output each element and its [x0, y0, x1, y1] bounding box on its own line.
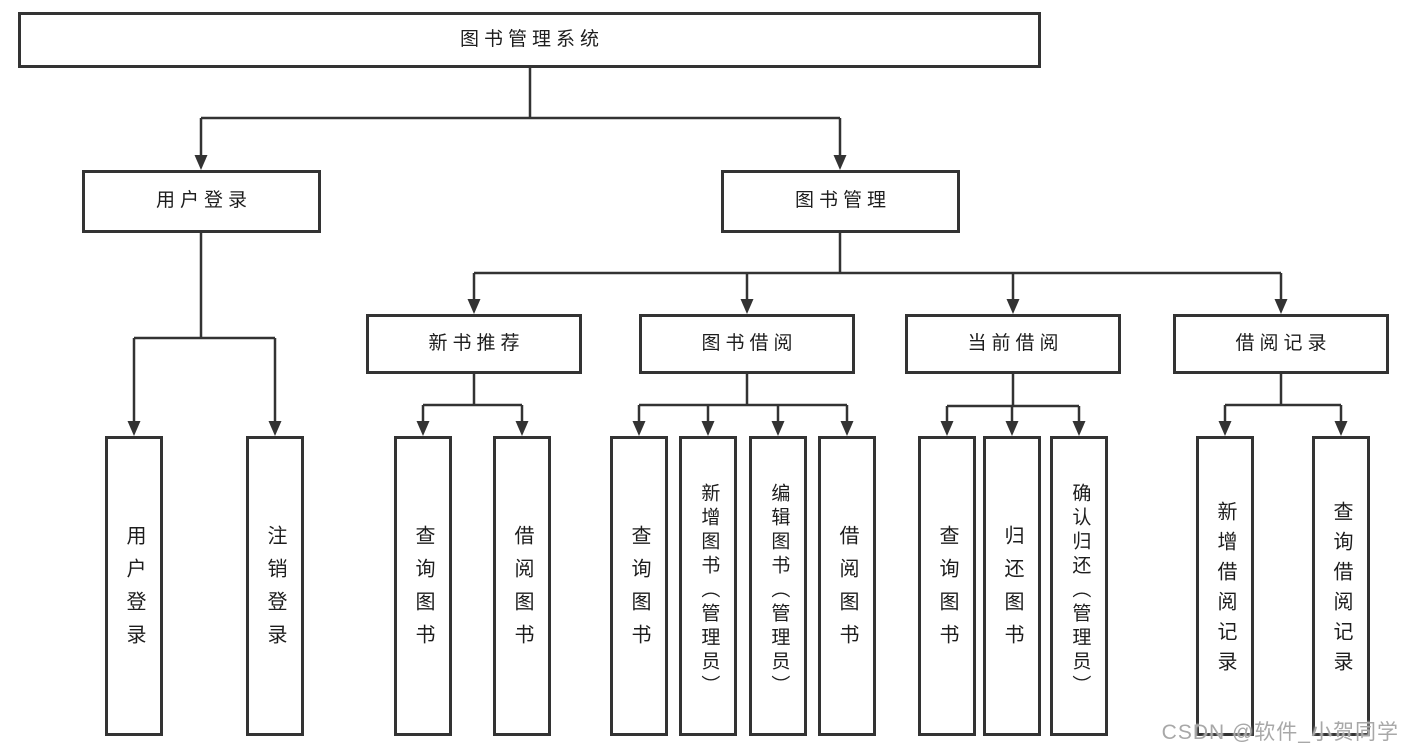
node-borrow-records: 借阅记录: [1173, 314, 1389, 374]
node-new-book-recommend: 新书推荐: [366, 314, 582, 374]
leaf-query-book-borrow: 查询图书: [610, 436, 668, 736]
leaf-user-login: 用户登录: [105, 436, 163, 736]
leaf-query-book-current: 查询图书: [918, 436, 976, 736]
leaf-confirm-return-admin: 确认归还（管理员）: [1050, 436, 1108, 736]
node-book-management: 图书管理: [721, 170, 960, 233]
leaf-add-borrow-record: 新增借阅记录: [1196, 436, 1254, 736]
node-book-borrow: 图书借阅: [639, 314, 855, 374]
leaf-logout: 注销登录: [246, 436, 304, 736]
leaf-query-borrow-record: 查询借阅记录: [1312, 436, 1370, 736]
leaf-borrow-book-recommend: 借阅图书: [493, 436, 551, 736]
watermark: CSDN @软件_小贺同学: [1161, 721, 1399, 744]
leaf-return-book: 归还图书: [983, 436, 1041, 736]
node-current-borrow: 当前借阅: [905, 314, 1121, 374]
node-root: 图书管理系统: [18, 12, 1041, 68]
leaf-add-book-admin: 新增图书（管理员）: [679, 436, 737, 736]
leaf-query-book-recommend: 查询图书: [394, 436, 452, 736]
leaf-edit-book-admin: 编辑图书（管理员）: [749, 436, 807, 736]
node-user-login: 用户登录: [82, 170, 321, 233]
leaf-borrow-book: 借阅图书: [818, 436, 876, 736]
